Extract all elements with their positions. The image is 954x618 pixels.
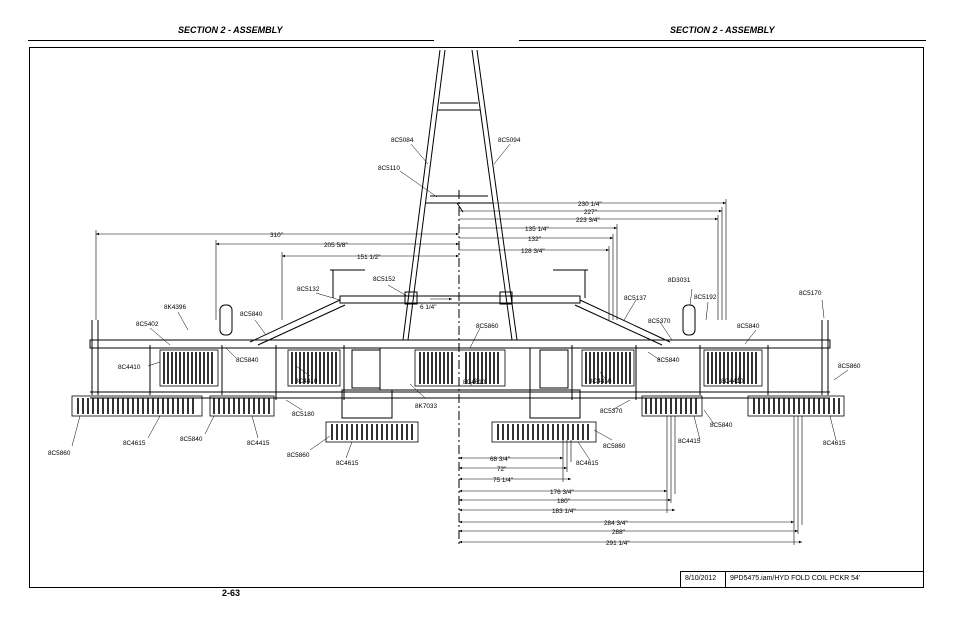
dim-72: 72" [497,466,506,473]
part-label: 8C4615 [123,440,146,447]
leader-lines [71,143,849,461]
part-label: 8C5840 [236,357,259,364]
title-block-divider [725,572,726,588]
part-label: 8C5137 [624,295,647,302]
dim-6-1-4: 6 1/4" [420,304,436,311]
section-header-left: SECTION 2 - ASSEMBLY [178,25,283,35]
title-block: 8/10/2012 9PD5475.iam/HYD FOLD COIL PCKR… [680,571,924,588]
drawing-file-name: 9PD5475.iam/HYD FOLD COIL PCKR 54' [730,575,861,582]
part-label: 8C4615 [336,460,359,467]
part-label: 8C5860 [838,363,861,370]
dim-132: 132" [528,236,541,243]
dim-151-1-2: 151 1/2" [357,254,381,261]
dim-230-1-4: 230 1/4" [578,201,602,208]
part-label: 8C5840 [240,311,263,318]
part-label: 8C4410 [295,378,318,385]
dim-284-3-4: 284 3/4" [604,520,628,527]
part-labels: 8C5084 8C5094 8C5110 8C5152 8C5132 8K439… [48,137,861,467]
part-label: 8C4410 [118,364,141,371]
part-label: 8C5860 [48,450,71,457]
part-label: 8C5084 [391,137,414,144]
drawing-frame [29,47,924,588]
part-label: 8K7033 [415,403,437,410]
main-frame [89,269,831,419]
dim-227: 227" [584,209,597,216]
dim-310: 310" [270,232,283,239]
part-label: 8C5860 [603,443,626,450]
dim-223-3-4: 223 3/4" [576,217,600,224]
dimension-lines [95,199,803,545]
part-label: 8C5840 [657,357,680,364]
dim-75-1-4: 75 1/4" [493,477,513,484]
part-label: 8C5192 [694,294,717,301]
part-label: 8C5132 [297,286,320,293]
part-label: 8K4396 [164,304,186,311]
part-label: 8C5170 [799,290,822,297]
part-label: 8C5402 [136,321,159,328]
header-rule-right [519,40,926,41]
header-rule-left [28,40,434,41]
part-label: 8C5370 [600,408,623,415]
coil-sections [71,349,845,443]
dim-135-1-4: 135 1/4" [525,226,549,233]
part-label: 8C5152 [373,276,396,283]
dim-183-1-4: 183 1/4" [552,508,576,515]
part-label: 8C5840 [180,436,203,443]
dim-176-3-4: 176 3/4" [550,489,574,496]
dim-68-3-4: 68 3/4" [490,456,510,463]
part-label: 8C4615 [576,460,599,467]
coil-tines [77,352,840,440]
dim-180: 180" [557,498,570,505]
part-label: 8C5860 [476,323,499,330]
section-header-right: SECTION 2 - ASSEMBLY [670,25,775,35]
part-label: 8C5840 [710,422,733,429]
dim-291-1-4: 291 1/4" [606,540,630,547]
part-label: 8C4410 [721,378,744,385]
part-label: 8D3031 [668,277,691,284]
part-label: 8C5840 [737,323,760,330]
part-label: 8C5094 [498,137,521,144]
part-label: 8C5180 [292,411,315,418]
drawing-date: 8/10/2012 [685,575,717,582]
part-label: 8C5370 [648,318,671,325]
part-label: 8C4610 [463,379,486,386]
dim-205-5-8: 205 5/8" [324,242,348,249]
part-label: 8C4410 [589,378,612,385]
dimension-labels: 310" 205 5/8" 151 1/2" 6 1/4" 230 1/4" 2… [270,201,630,547]
part-label: 8C5860 [287,452,310,459]
dim-128-3-4: 128 3/4" [521,248,545,255]
part-label: 8C4415 [247,440,270,447]
part-label: 8C4415 [678,438,701,445]
part-label: 8C4615 [823,440,846,447]
dim-288: 288" [612,529,625,536]
part-label: 8C5110 [378,165,400,172]
page-number: 2-63 [222,588,241,598]
